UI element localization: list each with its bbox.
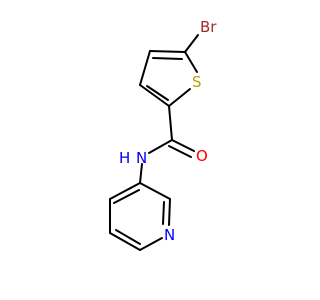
- bond-c2-s: [168, 88, 191, 107]
- bond-nh-py-c3: [139, 163, 143, 184]
- atom-labels: Br S O N H N: [119, 18, 217, 244]
- bond-py-c5-c6: [109, 232, 141, 251]
- bond-py-c5-c6-inner: [115, 229, 141, 245]
- bond-c4-c3: [139, 50, 151, 86]
- atom-amide-nitrogen: N: [136, 149, 147, 167]
- bond-py-c6-n1: [139, 237, 163, 251]
- bond-carbonyl-o-second: [168, 145, 192, 158]
- bond-py-n1-c2-inner: [162, 201, 165, 225]
- atom-oxygen: O: [196, 147, 208, 165]
- bond-s-c5: [184, 51, 198, 73]
- bond-carbonyl-o: [171, 139, 195, 152]
- atom-amide-hydrogen: H: [119, 149, 130, 167]
- atom-pyridine-nitrogen: N: [164, 226, 175, 244]
- bond-c5-c4-inner: [152, 57, 183, 60]
- bond-carbonyl-nh: [148, 139, 173, 154]
- bond-py-n1-c2: [168, 198, 171, 226]
- bonds: [109, 34, 199, 251]
- bond-py-c3-c4-inner: [113, 189, 140, 204]
- bond-py-c3-c4: [109, 182, 141, 200]
- atom-sulfur: S: [192, 73, 202, 91]
- bond-c3-c2-inner: [146, 85, 169, 101]
- atom-bromine: Br: [200, 18, 217, 36]
- molecule-structure-diagram: Br S O N H N: [109, 18, 217, 251]
- bond-c3-c2: [139, 84, 170, 107]
- bond-c5-c4: [149, 50, 186, 53]
- bond-c2-carbonyl: [168, 105, 173, 141]
- bond-br-c5: [184, 34, 199, 53]
- bond-py-c2-c3: [139, 182, 171, 200]
